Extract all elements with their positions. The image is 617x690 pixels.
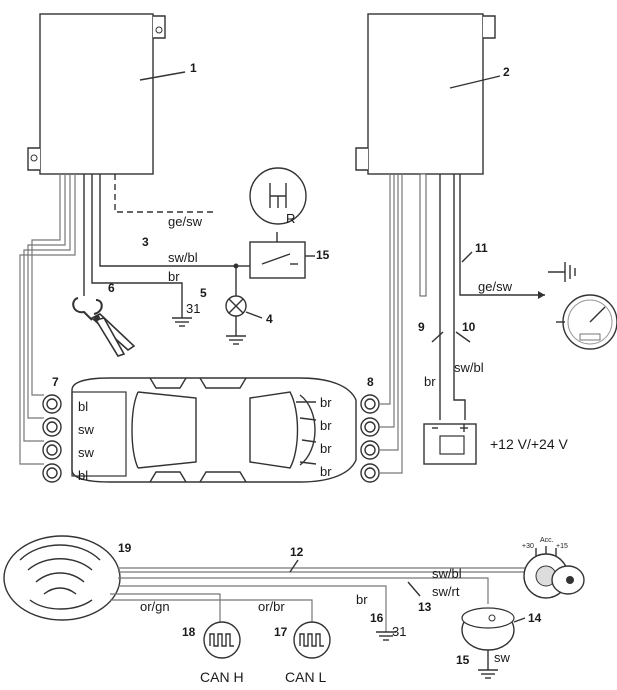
connector-group-7 [42,394,62,483]
label-sw-rt: sw/rt [432,584,460,599]
callout-13: 13 [418,600,432,614]
harness-right [379,173,427,474]
ignition-plus15: +15 [556,543,568,550]
gear-label-R: R [286,211,295,226]
switch-14-icon [461,607,515,679]
ignition-acc: Acc. [540,537,554,544]
ground-31-left [172,317,192,327]
battery-voltage-label: +12 V/+24 V [490,436,569,452]
leader-2 [449,75,501,89]
car-top-view [71,377,357,483]
reverse-switch [249,232,315,279]
callout-19: 19 [118,541,132,555]
wire-br [91,174,183,318]
connector-left-2: sw [78,422,95,437]
wire-br-bottom [118,585,387,632]
callout-5: 5 [200,286,207,300]
label-or-gn: or/gn [140,599,170,614]
callout-4: 4 [266,312,273,326]
can-high-label: CAN H [200,669,244,685]
label-ge-sw-right: ge/sw [478,279,513,294]
can-low-icon [293,621,331,659]
callout-9: 9 [418,320,425,334]
callout-8: 8 [367,375,374,389]
wire-sw-bl [99,174,236,267]
label-or-br: or/br [258,599,285,614]
label-ge-sw-left: ge/sw [168,214,203,229]
label-sw-bl-left: sw/bl [168,250,198,265]
label-br-right: br [424,374,436,389]
callout-11: 11 [475,241,488,255]
callout-2: 2 [503,65,510,79]
label-br-left: br [168,269,180,284]
ignition-switch-icon [523,546,585,599]
wire-ge-sw-dashed [114,174,215,213]
callout-15-switch: 15 [316,248,330,262]
lamp-icon [225,266,247,345]
gear-shift-icon [249,167,307,225]
callout-18: 18 [182,625,196,639]
wire-11-ge-sw [459,174,545,296]
can-low-label: CAN L [285,669,326,685]
connector-group-8 [360,394,380,483]
callout-6: 6 [108,281,115,295]
callout-14: 14 [528,611,542,625]
label-sw-bottom: sw [494,650,511,665]
control-unit-1 [27,13,166,175]
can-high-icon [203,621,241,659]
callout-17: 17 [274,625,288,639]
callout-3: 3 [142,235,149,249]
label-br-bottom: br [356,592,368,607]
connector-right-4: br [320,464,332,479]
control-unit-2 [355,13,496,175]
wire-sw-rt [118,577,489,604]
callout-15-bottom: 15 [456,653,470,667]
connector-left-1: bl [78,399,88,414]
label-31-bottom: 31 [392,624,406,639]
wire-or-gn [110,593,221,630]
leader-1 [139,71,186,81]
label-sw-bl-bottom: sw/bl [432,566,462,581]
callout-12: 12 [290,545,304,559]
harness-left [19,174,76,465]
pliers-icon [72,297,136,357]
ground-icon [548,262,576,282]
connector-right-1: br [320,395,332,410]
wire-or-br [110,599,313,630]
callout-7: 7 [52,375,59,389]
battery-icon [423,423,477,465]
speedometer-icon [556,294,617,350]
callout-16: 16 [370,611,384,625]
label-31-left: 31 [186,301,200,316]
ignition-plus30: +30 [522,543,534,550]
connector-right-2: br [320,418,332,433]
connector-left-3: sw [78,445,95,460]
callout-10: 10 [462,320,476,334]
label-sw-bl-right: sw/bl [454,360,484,375]
connector-right-3: br [320,441,332,456]
callout-1: 1 [190,61,197,75]
connector-left-4: bl [78,468,88,483]
remote-key-icon [3,535,121,621]
ground-31-bottom [376,631,396,641]
wire-10-sw-bl [453,174,466,420]
